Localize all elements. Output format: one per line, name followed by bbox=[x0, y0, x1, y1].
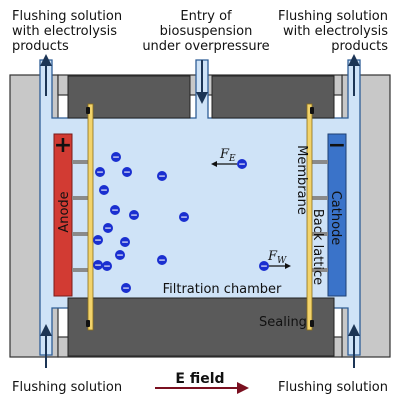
particle-dot bbox=[237, 159, 247, 169]
particle-charge-sign: − bbox=[121, 238, 129, 248]
negative-particle: − bbox=[95, 167, 105, 178]
anode-electrode bbox=[53, 133, 73, 297]
particle-dot bbox=[99, 185, 109, 195]
negative-particle: − bbox=[121, 283, 131, 294]
flush-in-right-label: Flushing solution bbox=[278, 380, 388, 395]
particle-charge-sign: − bbox=[123, 168, 131, 178]
negative-particle: − bbox=[111, 152, 121, 163]
negative-particle: − bbox=[122, 167, 132, 178]
particle-dot bbox=[157, 255, 167, 265]
particle-charge-sign: − bbox=[94, 236, 102, 246]
particle-dot bbox=[122, 167, 132, 177]
block-bottom bbox=[67, 297, 335, 357]
particle-dot bbox=[259, 261, 269, 271]
entry-label-3: under overpressure bbox=[142, 39, 269, 54]
negative-particle: − bbox=[99, 185, 109, 196]
flush-out-left-label-1: Flushing solution bbox=[12, 9, 122, 24]
membrane-left bbox=[87, 103, 94, 331]
flush-in-left-label: Flushing solution bbox=[12, 380, 122, 395]
particle-group: −−−−−−−−−−−−−−−−−− bbox=[93, 152, 269, 294]
negative-particle: − bbox=[157, 255, 167, 266]
particle-charge-sign: − bbox=[238, 160, 246, 170]
back-lattice-left bbox=[72, 160, 88, 272]
particle-charge-sign: − bbox=[104, 224, 112, 234]
back-lattice-label: Back lattice bbox=[310, 209, 325, 285]
negative-particle: − bbox=[93, 235, 103, 246]
particle-dot bbox=[93, 235, 103, 245]
negative-particle: − bbox=[237, 159, 247, 170]
membrane-right bbox=[306, 103, 313, 331]
filtration-chamber-label: Filtration chamber bbox=[163, 282, 282, 297]
particle-charge-sign: − bbox=[112, 153, 120, 163]
cathode-electrode bbox=[327, 133, 347, 297]
block-top-right bbox=[211, 75, 335, 119]
particle-dot bbox=[120, 237, 130, 247]
particle-charge-sign: − bbox=[103, 262, 111, 272]
particle-charge-sign: − bbox=[260, 262, 268, 272]
flush-out-right-label-1: Flushing solution bbox=[278, 9, 388, 24]
particle-charge-sign: − bbox=[130, 211, 138, 221]
particle-charge-sign: − bbox=[122, 284, 130, 294]
particle-dot bbox=[102, 261, 112, 271]
negative-particle: − bbox=[93, 260, 103, 271]
negative-particle: − bbox=[103, 223, 113, 234]
particle-dot bbox=[121, 283, 131, 293]
force-w-label: FW bbox=[267, 249, 287, 266]
particle-dot bbox=[157, 171, 167, 181]
negative-particle: − bbox=[259, 261, 269, 272]
flush-out-right-label-2: with electrolysis bbox=[283, 24, 388, 39]
entry-label-1: Entry of bbox=[180, 9, 232, 24]
particle-charge-sign: − bbox=[180, 213, 188, 223]
back-lattice-right bbox=[312, 160, 328, 272]
particle-charge-sign: − bbox=[158, 172, 166, 182]
flush-out-right-label-3: products bbox=[331, 39, 388, 54]
particle-dot bbox=[95, 167, 105, 177]
particle-charge-sign: − bbox=[100, 186, 108, 196]
flush-out-left-label-2: with electrolysis bbox=[12, 24, 117, 39]
negative-particle: − bbox=[115, 250, 125, 261]
particle-charge-sign: − bbox=[94, 261, 102, 271]
particle-dot bbox=[110, 205, 120, 215]
entry-label-2: biosuspension bbox=[160, 24, 253, 39]
cathode-label: Cathode bbox=[328, 191, 343, 246]
negative-particle: − bbox=[102, 261, 112, 272]
e-field-label: E field bbox=[175, 371, 224, 387]
particle-dot bbox=[111, 152, 121, 162]
particle-charge-sign: − bbox=[111, 206, 119, 216]
flush-out-left-label-3: products bbox=[12, 39, 69, 54]
particle-charge-sign: − bbox=[96, 168, 104, 178]
negative-particle: − bbox=[157, 171, 167, 182]
anode-label: Anode bbox=[57, 191, 72, 232]
particle-charge-sign: − bbox=[158, 256, 166, 266]
minus-sign: − bbox=[328, 133, 346, 158]
particle-dot bbox=[103, 223, 113, 233]
negative-particle: − bbox=[129, 210, 139, 221]
particle-dot bbox=[179, 212, 189, 222]
particle-dot bbox=[93, 260, 103, 270]
particle-dot bbox=[129, 210, 139, 220]
membrane-label: Membrane bbox=[294, 145, 309, 215]
particle-charge-sign: − bbox=[116, 251, 124, 261]
force-e-label: FE bbox=[219, 147, 236, 164]
sealing-marks bbox=[86, 107, 314, 327]
plus-sign: + bbox=[54, 133, 72, 158]
negative-particle: − bbox=[110, 205, 120, 216]
particle-dot bbox=[115, 250, 125, 260]
sealing-label: Sealing bbox=[259, 315, 307, 330]
negative-particle: − bbox=[179, 212, 189, 223]
negative-particle: − bbox=[120, 237, 130, 248]
